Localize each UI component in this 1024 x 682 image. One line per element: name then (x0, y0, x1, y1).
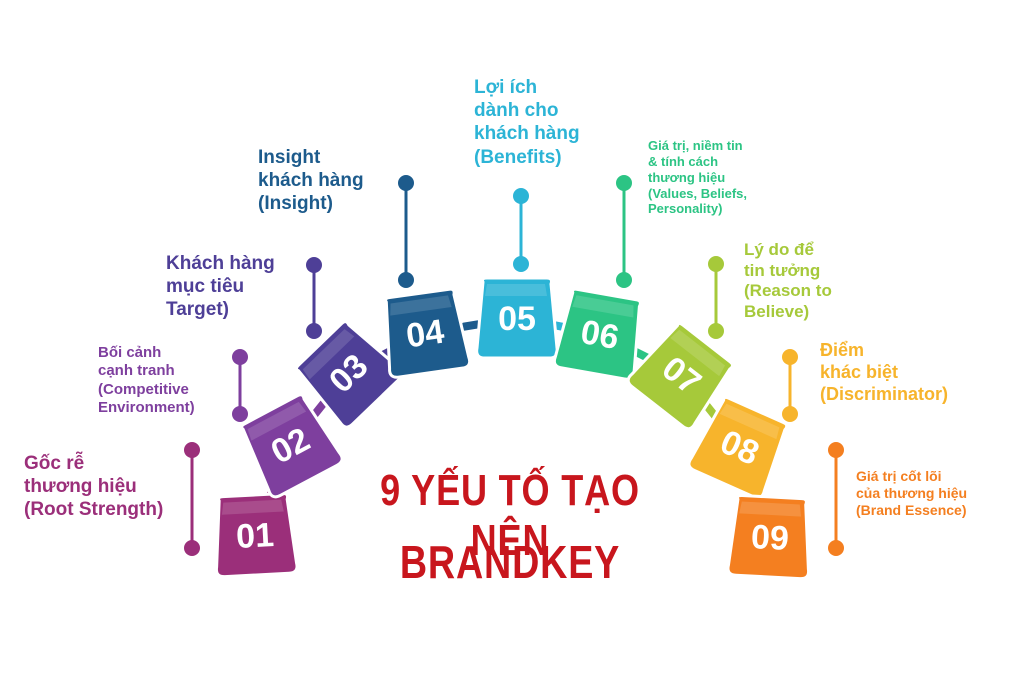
label-line: (Root Strength) (24, 499, 164, 521)
tile-number: 01 (235, 516, 275, 556)
label-line: thương hiệu (24, 476, 137, 498)
connector-dot (398, 175, 414, 191)
label-line: Lợi ích (474, 77, 538, 98)
tile-04: 04 (384, 287, 472, 379)
label-line: & tính cách (648, 153, 719, 169)
label-line: (Discriminator) (820, 383, 949, 404)
connector-dot (184, 442, 200, 458)
label-line: Điểm (820, 340, 865, 360)
label-line: Believe) (744, 302, 810, 322)
connector-dot (513, 188, 529, 204)
label-line: mục tiêu (166, 276, 245, 298)
label-line: (Benefits) (474, 146, 562, 168)
connector-dot (398, 272, 414, 288)
connector-dot (306, 257, 322, 273)
tile-02: 02 (240, 393, 344, 499)
label-line: khách hàng (258, 170, 364, 192)
label-line: tin tưởng (744, 260, 821, 280)
diagram-title-line1: 9 YẾU TỐ TẠO NÊN (380, 466, 640, 565)
tile-link (461, 320, 481, 331)
tile-03: 03 (294, 320, 404, 429)
tile-09: 09 (726, 493, 811, 581)
label-line: Personality) (648, 201, 723, 217)
tile-shine (485, 284, 547, 296)
tile-05: 05 (475, 276, 559, 360)
label-line: Gốc rễ (24, 453, 85, 474)
label-line: khách hàng (474, 123, 580, 145)
tile-shine (739, 501, 802, 517)
label-line: Environment) (98, 398, 195, 416)
label-line: Khách hàng (166, 253, 275, 274)
tile-shine (670, 329, 725, 377)
tile-shape (687, 395, 789, 500)
connector-dot (232, 349, 248, 365)
tile-shine (247, 401, 307, 441)
tile-shine (719, 403, 780, 440)
label-line: cạnh tranh (98, 362, 175, 380)
label-line: dành cho (474, 100, 559, 122)
connector-dot (513, 256, 529, 272)
label-line: Target) (166, 299, 229, 321)
connector-dot (708, 256, 724, 272)
tile-number: 09 (750, 518, 790, 558)
connector-dot (616, 175, 632, 191)
label-line: Lý do để (744, 240, 814, 259)
tile-shine (572, 295, 634, 318)
tile-shape (214, 491, 299, 579)
label-line: (Competitive (98, 380, 189, 398)
connector-dot (306, 323, 322, 339)
connector-dot (616, 272, 632, 288)
label-line: của thương hiệu (856, 485, 968, 502)
label-line: (Values, Beliefs, (648, 185, 747, 201)
connector-dot (708, 323, 724, 339)
tile-number: 05 (498, 300, 536, 338)
tile-shine (221, 499, 284, 515)
label-line: Giá trị cốt lõi (856, 468, 942, 484)
connector-dot (782, 349, 798, 365)
connector-dot (782, 406, 798, 422)
connector-dot (232, 406, 248, 422)
connector-dot (828, 442, 844, 458)
label-line: (Insight) (258, 193, 333, 215)
tile-07: 07 (626, 321, 734, 431)
label-line: khác biệt (820, 361, 899, 382)
tile-shape (626, 321, 734, 431)
tile-08: 08 (687, 395, 789, 500)
connector-dot (184, 540, 200, 556)
tile-06: 06 (552, 287, 642, 381)
label-line: (Brand Essence) (856, 502, 967, 519)
label-line: Bối cảnh (98, 344, 162, 361)
label-line: thương hiệu (648, 169, 726, 185)
tile-shine (302, 329, 355, 380)
tile-shine (390, 295, 452, 316)
tile-shape (384, 287, 472, 379)
tile-number: 06 (578, 313, 622, 357)
tile-shape (726, 493, 811, 581)
label-line: Giá trị, niềm tin (648, 138, 743, 153)
label-line: (Reason to (744, 281, 832, 301)
tile-shape (240, 393, 344, 499)
label-line: Insight (258, 147, 321, 168)
diagram-title-line2: BRANDKEY (399, 536, 621, 588)
connector-dot (828, 540, 844, 556)
tile-01: 01 (214, 491, 299, 579)
tile-number: 04 (404, 313, 447, 356)
